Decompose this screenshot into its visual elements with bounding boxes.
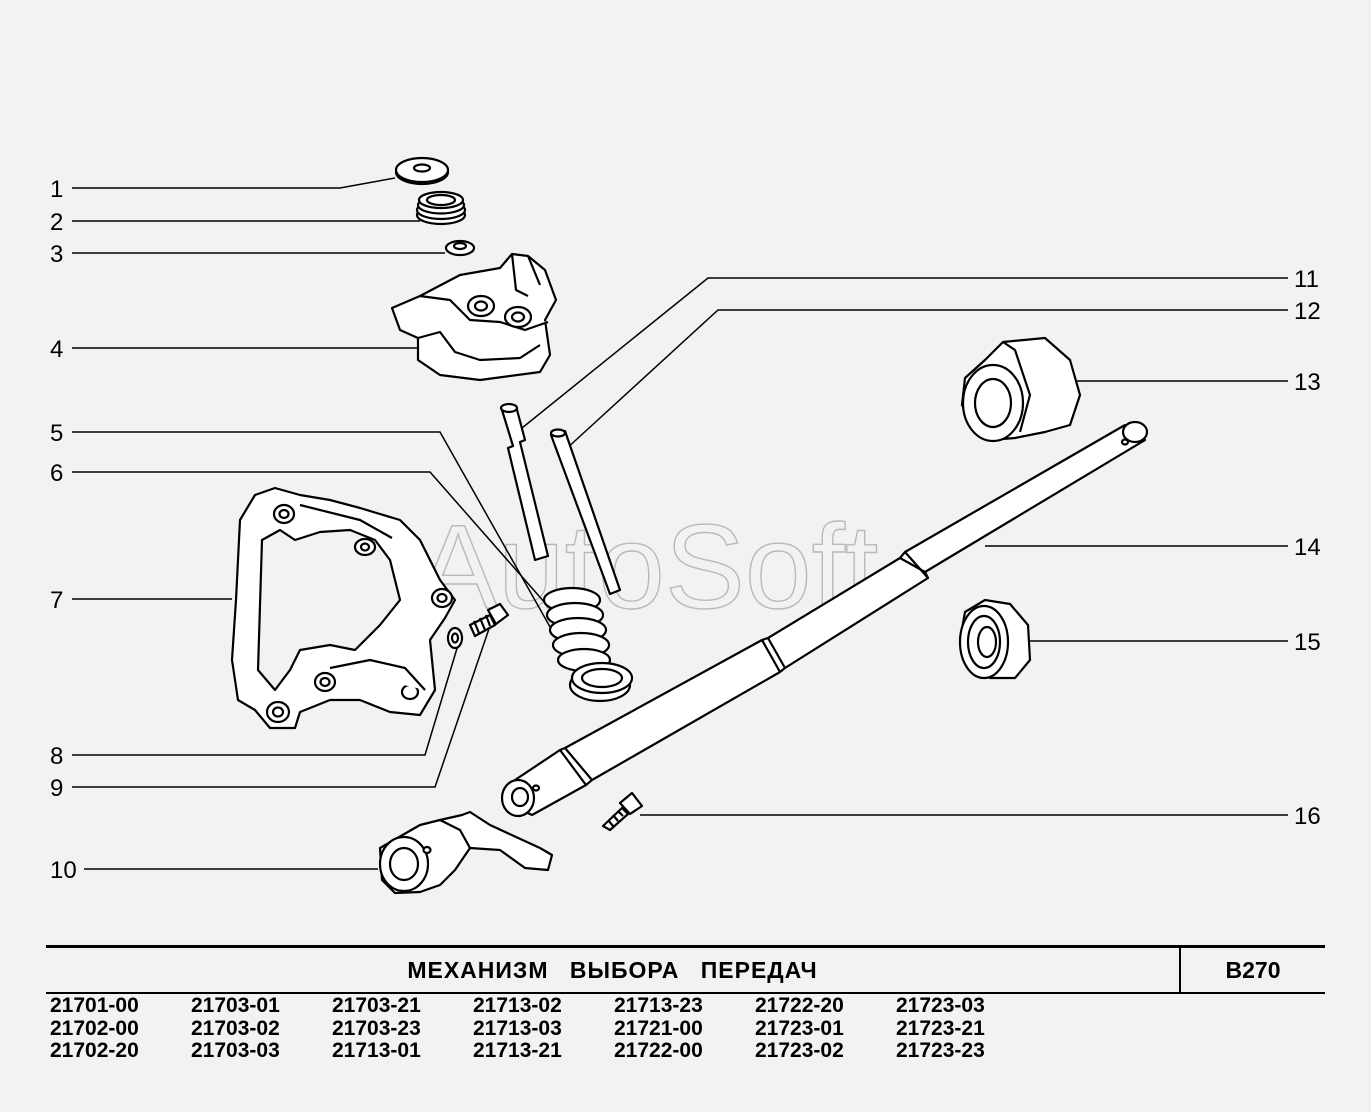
model-code: 21723-01 (755, 1016, 844, 1040)
model-column: 21713-02 21713-03 21713-21 (473, 994, 613, 1063)
model-code: 21723-23 (896, 1039, 985, 1062)
callout-11: 11 (1294, 266, 1319, 293)
part-3-washer (444, 239, 476, 257)
diagram-title: МЕХАНИЗМ ВЫБОРА ПЕРЕДАЧ (46, 948, 1181, 992)
callout-7: 7 (50, 587, 63, 614)
model-code: 21713-23 (614, 994, 703, 1017)
part-11-rod (499, 402, 550, 562)
part-14-shaft (500, 420, 1149, 818)
leader-line-1 (72, 177, 396, 189)
model-code: 21703-23 (332, 1016, 421, 1040)
part-16-screw (601, 791, 644, 832)
leader-line-6 (72, 471, 561, 621)
part-7-frame (230, 486, 457, 730)
model-code: 21713-21 (473, 1039, 562, 1062)
model-code: 21702-20 (50, 1039, 139, 1062)
model-column: 21713-23 21721-00 21722-00 (614, 994, 754, 1063)
part-8-washer (446, 626, 464, 650)
model-code: 21722-00 (614, 1039, 703, 1062)
model-code: 21713-01 (332, 1039, 421, 1062)
model-code: 21723-02 (755, 1039, 844, 1062)
model-code: 21723-03 (896, 994, 985, 1017)
callout-3: 3 (50, 241, 63, 268)
leader-line-9 (72, 619, 493, 788)
model-code: 21713-03 (473, 1016, 562, 1040)
model-code: 21713-02 (473, 994, 562, 1017)
callout-16: 16 (1294, 803, 1321, 830)
model-code: 21703-21 (332, 994, 421, 1017)
part-4-bracket (390, 252, 558, 382)
part-13-bushing (960, 336, 1082, 443)
page-code: B270 (1225, 957, 1281, 983)
model-code: 21701-00 (50, 994, 139, 1017)
parts-diagram: AutoSoft 1 2 3 4 5 6 7 8 9 10 11 12 13 1… (50, 156, 1321, 895)
part-1-washer (394, 156, 450, 186)
part-5-spring (542, 586, 612, 673)
model-code: 21703-01 (191, 994, 280, 1017)
part-6-ring (568, 661, 634, 703)
part-12-pin (549, 428, 622, 596)
model-code: 21703-02 (191, 1016, 280, 1040)
part-2-spring (415, 190, 467, 226)
model-code: 21723-21 (896, 1016, 985, 1040)
model-code: 21703-03 (191, 1039, 280, 1062)
part-10-lever (378, 810, 554, 895)
callout-14: 14 (1294, 534, 1321, 561)
callout-15: 15 (1294, 629, 1321, 656)
callout-9: 9 (50, 775, 63, 802)
model-column: 21723-03 21723-21 21723-23 (896, 994, 1036, 1063)
callout-2: 2 (50, 209, 63, 236)
callout-1: 1 (50, 176, 63, 203)
model-code: 21721-00 (614, 1016, 703, 1040)
callout-10: 10 (50, 857, 77, 884)
leader-line-8 (72, 644, 459, 756)
callout-13: 13 (1294, 369, 1321, 396)
model-column: 21703-21 21703-23 21713-01 (332, 994, 472, 1063)
callout-8: 8 (50, 743, 63, 770)
part-15-bearing (958, 598, 1032, 680)
model-code: 21702-00 (50, 1016, 139, 1040)
callout-6: 6 (50, 460, 63, 487)
callout-4: 4 (50, 336, 63, 363)
callout-12: 12 (1294, 298, 1321, 325)
model-code: 21722-20 (755, 994, 844, 1017)
leader-line-11 (521, 277, 1288, 429)
callout-5: 5 (50, 420, 63, 447)
model-column: 21703-01 21703-02 21703-03 (191, 994, 331, 1063)
leader-line-12 (564, 309, 1288, 451)
part-9-bolt (468, 602, 510, 638)
model-column: 21701-00 21702-00 21702-20 (50, 994, 190, 1063)
title-block: МЕХАНИЗМ ВЫБОРА ПЕРЕДАЧ B270 (46, 945, 1325, 994)
leader-line-5 (72, 431, 581, 681)
model-column: 21722-20 21723-01 21723-02 (755, 994, 895, 1063)
